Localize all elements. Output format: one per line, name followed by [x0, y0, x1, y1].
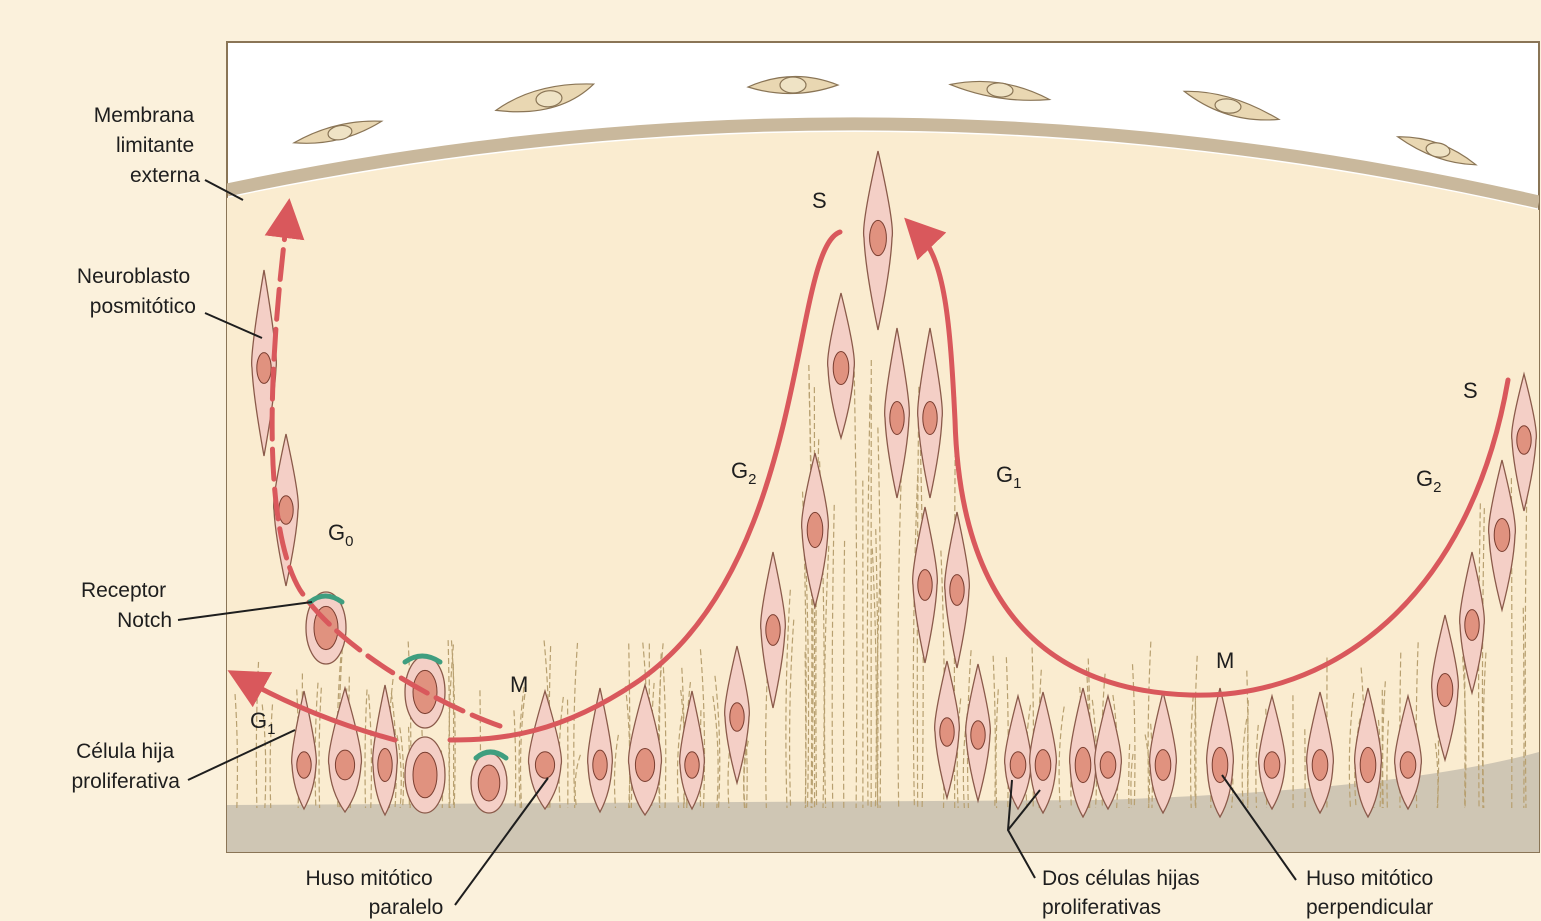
- label-huso-mitotico-perpendicular: Huso mitótico perpendicular: [1306, 867, 1439, 919]
- label-neuroblasto-posmitotico: Neuroblasto posmitótico: [77, 265, 196, 318]
- phase-m-right: M: [1216, 648, 1234, 673]
- rounded-cell: [405, 737, 445, 813]
- label-huso-mitotico-paralelo: Huso mitótico paralelo: [305, 867, 443, 919]
- phase-s-left: S: [812, 188, 827, 213]
- label-dos-celulas-hijas-proliferativas: Dos células hijas proliferativas: [1042, 867, 1205, 919]
- phase-m-left: M: [510, 672, 528, 697]
- label-receptor-notch: Receptor Notch: [81, 579, 172, 632]
- phase-s-right: S: [1463, 378, 1478, 403]
- label-celula-hija-proliferativa: Célula hija proliferativa: [71, 740, 180, 793]
- rounded-cell: [471, 753, 507, 813]
- label-membrana-limitante-externa: Membrana limitante externa: [94, 104, 201, 187]
